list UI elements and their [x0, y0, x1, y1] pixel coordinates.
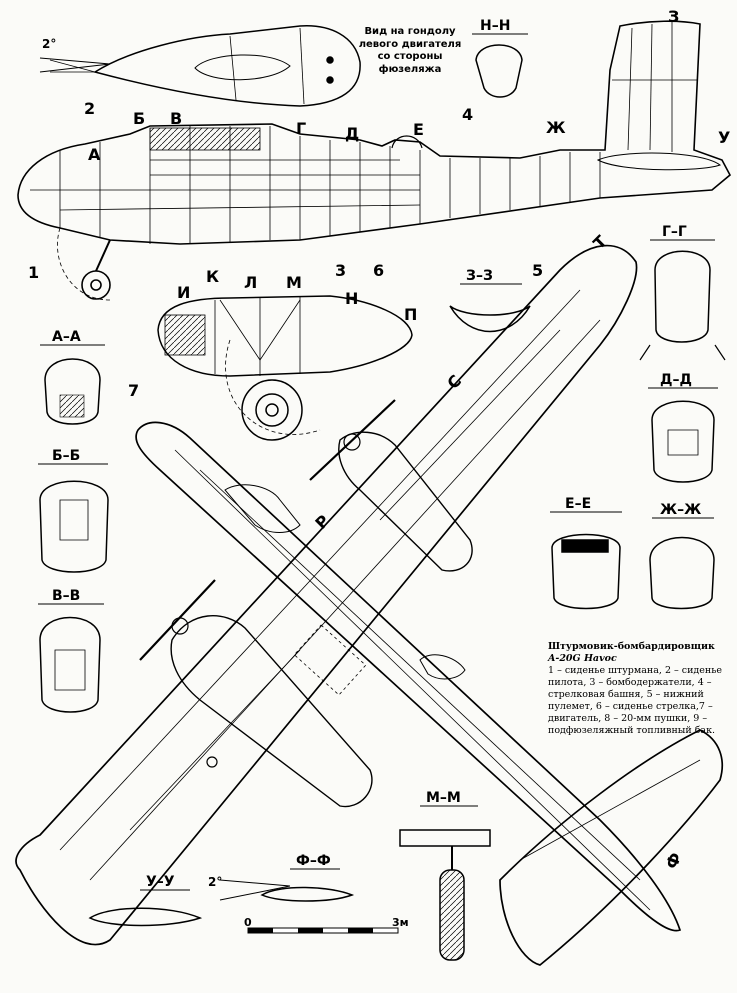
nacelle-note: Вид на гондолу левого двигателя со сторо…: [355, 26, 465, 76]
angle-bottom-label: 2°: [208, 875, 222, 889]
item-1-label: 1: [28, 263, 39, 282]
caption-title: Штурмовик-бомбардировщик: [548, 641, 715, 652]
section-zhzh-label: Ж–Ж: [660, 502, 701, 518]
scale-zero-label: 0: [244, 916, 252, 929]
section-ee-label: Е–Е: [565, 496, 591, 512]
station-g-label: Г: [296, 119, 306, 138]
station-f-label: Ф: [662, 850, 685, 872]
station-s-label: С: [443, 371, 465, 393]
side-profile-view: [17, 20, 732, 301]
station-e-label: Е: [413, 120, 424, 139]
item-7-label: 7: [128, 381, 139, 400]
item-4-label: 4: [462, 105, 473, 124]
nacelle-note-line: со стороны: [377, 51, 443, 62]
plan-view: [15, 244, 724, 966]
section-uu-label: У–У: [146, 874, 175, 890]
cross-sections: [38, 33, 726, 961]
section-ff-label: Ф–Ф: [296, 853, 331, 869]
station-z-label: З: [668, 7, 679, 26]
angle-marks: [39, 57, 291, 901]
section-bb-label: Б–Б: [52, 448, 80, 464]
caption-model: A-20G Havoc: [548, 653, 617, 664]
station-zh-label: Ж: [546, 118, 566, 137]
scale-max-label: 3м: [392, 916, 409, 929]
angle-top-label: 2°: [42, 37, 56, 51]
section-mm-label: М–М: [426, 790, 461, 806]
station-a-label: А: [88, 145, 101, 164]
item-2-label: 2: [84, 99, 95, 118]
section-dd-label: Д–Д: [660, 372, 692, 388]
station-l-label: Л: [244, 273, 257, 292]
item-5-label: 5: [532, 261, 543, 280]
station-i-label: И: [177, 283, 190, 302]
nacelle-note-line: Вид на гондолу: [364, 26, 456, 37]
section-vv-label: В–В: [52, 588, 80, 604]
nacelle-view: [49, 25, 361, 107]
scale-bar: [247, 927, 399, 934]
station-r-label: Р: [311, 511, 333, 533]
drawing-caption: Штурмовик-бомбардировщик A-20G Havoc 1 –…: [548, 641, 728, 737]
caption-legend: 1 – сиденье штурмана, 2 – сиденье пилота…: [548, 665, 723, 736]
section-gg-label: Г–Г: [662, 224, 687, 240]
station-p-label: П: [404, 305, 417, 324]
station-b-label: Б: [133, 109, 145, 128]
station-v-label: В: [170, 109, 182, 128]
station-n-label: Н: [345, 289, 358, 308]
station-m-label: М: [286, 273, 302, 292]
section-aa-label: А–А: [52, 329, 81, 345]
station-t-label: Т: [589, 232, 610, 253]
station-u-label: У: [718, 128, 730, 147]
station-k-label: К: [206, 267, 219, 286]
item-6-label: 6: [373, 261, 384, 280]
section-zz-label: З–З: [466, 268, 493, 284]
section-hh-label: Н–Н: [480, 18, 510, 34]
nacelle-note-line: фюзеляжа: [378, 63, 442, 75]
item-3-label: 3: [335, 261, 346, 280]
engine-nacelle-side-view: [157, 295, 413, 441]
station-d-label: Д: [345, 124, 359, 143]
nacelle-note-line: левого двигателя: [358, 38, 462, 50]
